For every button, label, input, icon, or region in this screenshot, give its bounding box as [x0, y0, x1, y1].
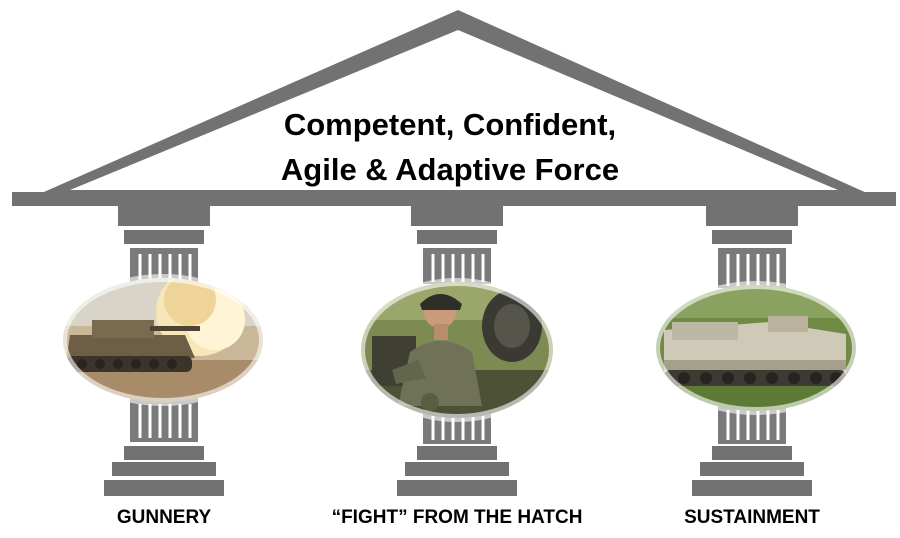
- roof-title-line-1: Competent, Confident,: [283, 107, 617, 142]
- tank-firing-photo: [63, 278, 263, 402]
- pillar-label-fight-from-hatch: “FIGHT” FROM THE HATCH: [331, 507, 583, 528]
- pillar-sustainment: [692, 206, 812, 496]
- roof: [12, 10, 896, 206]
- roof-title-line-2: Agile & Adaptive Force: [280, 152, 620, 187]
- roof-title: Competent, Confident, Agile & Adaptive F…: [200, 102, 700, 192]
- pillar-label-gunnery: GUNNERY: [116, 507, 212, 528]
- pillar-label-sustainment: SUSTAINMENT: [684, 507, 820, 528]
